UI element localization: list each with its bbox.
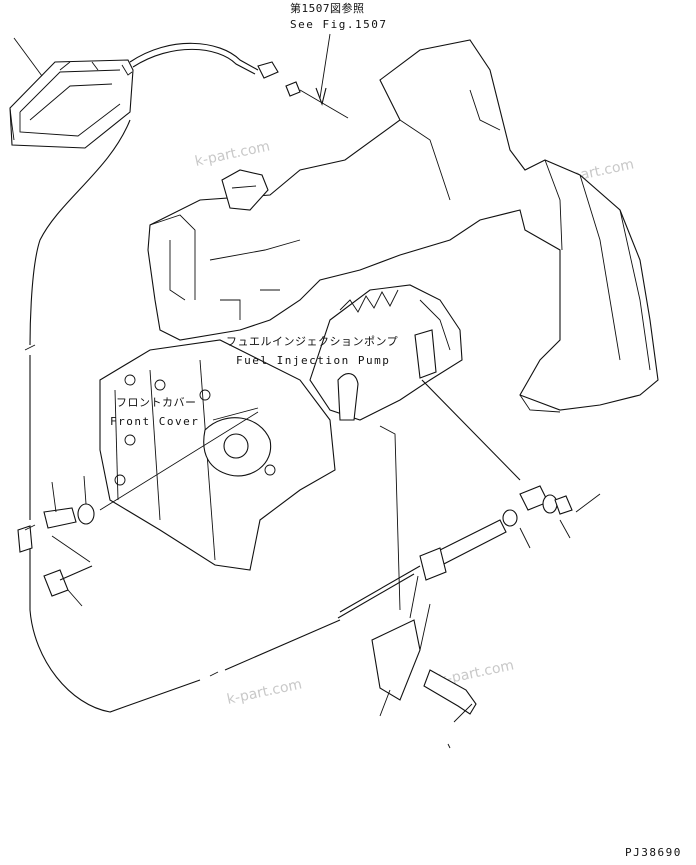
fig-reference-en: See Fig.1507 xyxy=(290,18,387,31)
front-cover-label-jp: フロントカバー xyxy=(116,396,197,409)
fig-reference-arrow xyxy=(315,87,327,106)
fuel-injection-pump xyxy=(309,284,463,421)
engine-crankcase xyxy=(99,339,336,571)
watermark: k-part.com xyxy=(226,676,304,708)
break-mark xyxy=(24,524,36,531)
front-cover-label-en: Front Cover xyxy=(110,415,199,428)
fig-reference-jp: 第1507図参照 xyxy=(290,1,365,15)
fuel-pump-label-jp: フュエルインジェクションポンプ xyxy=(226,335,398,348)
drawing-code: PJ38690 xyxy=(625,846,682,859)
fig-reference-leader xyxy=(319,33,331,99)
break-mark xyxy=(24,344,36,351)
wire-harness xyxy=(29,42,349,713)
fuel-pump-label-en: Fuel Injection Pump xyxy=(236,354,390,367)
front-cable xyxy=(99,411,259,511)
leader-line xyxy=(13,37,43,77)
control-box xyxy=(9,59,134,149)
engine-block xyxy=(147,39,659,413)
throttle-cable xyxy=(337,379,601,749)
watermark: k-part.com xyxy=(194,138,272,170)
break-mark xyxy=(209,671,219,677)
front-cover-leader xyxy=(212,407,259,421)
left-clamp-group xyxy=(17,475,95,607)
